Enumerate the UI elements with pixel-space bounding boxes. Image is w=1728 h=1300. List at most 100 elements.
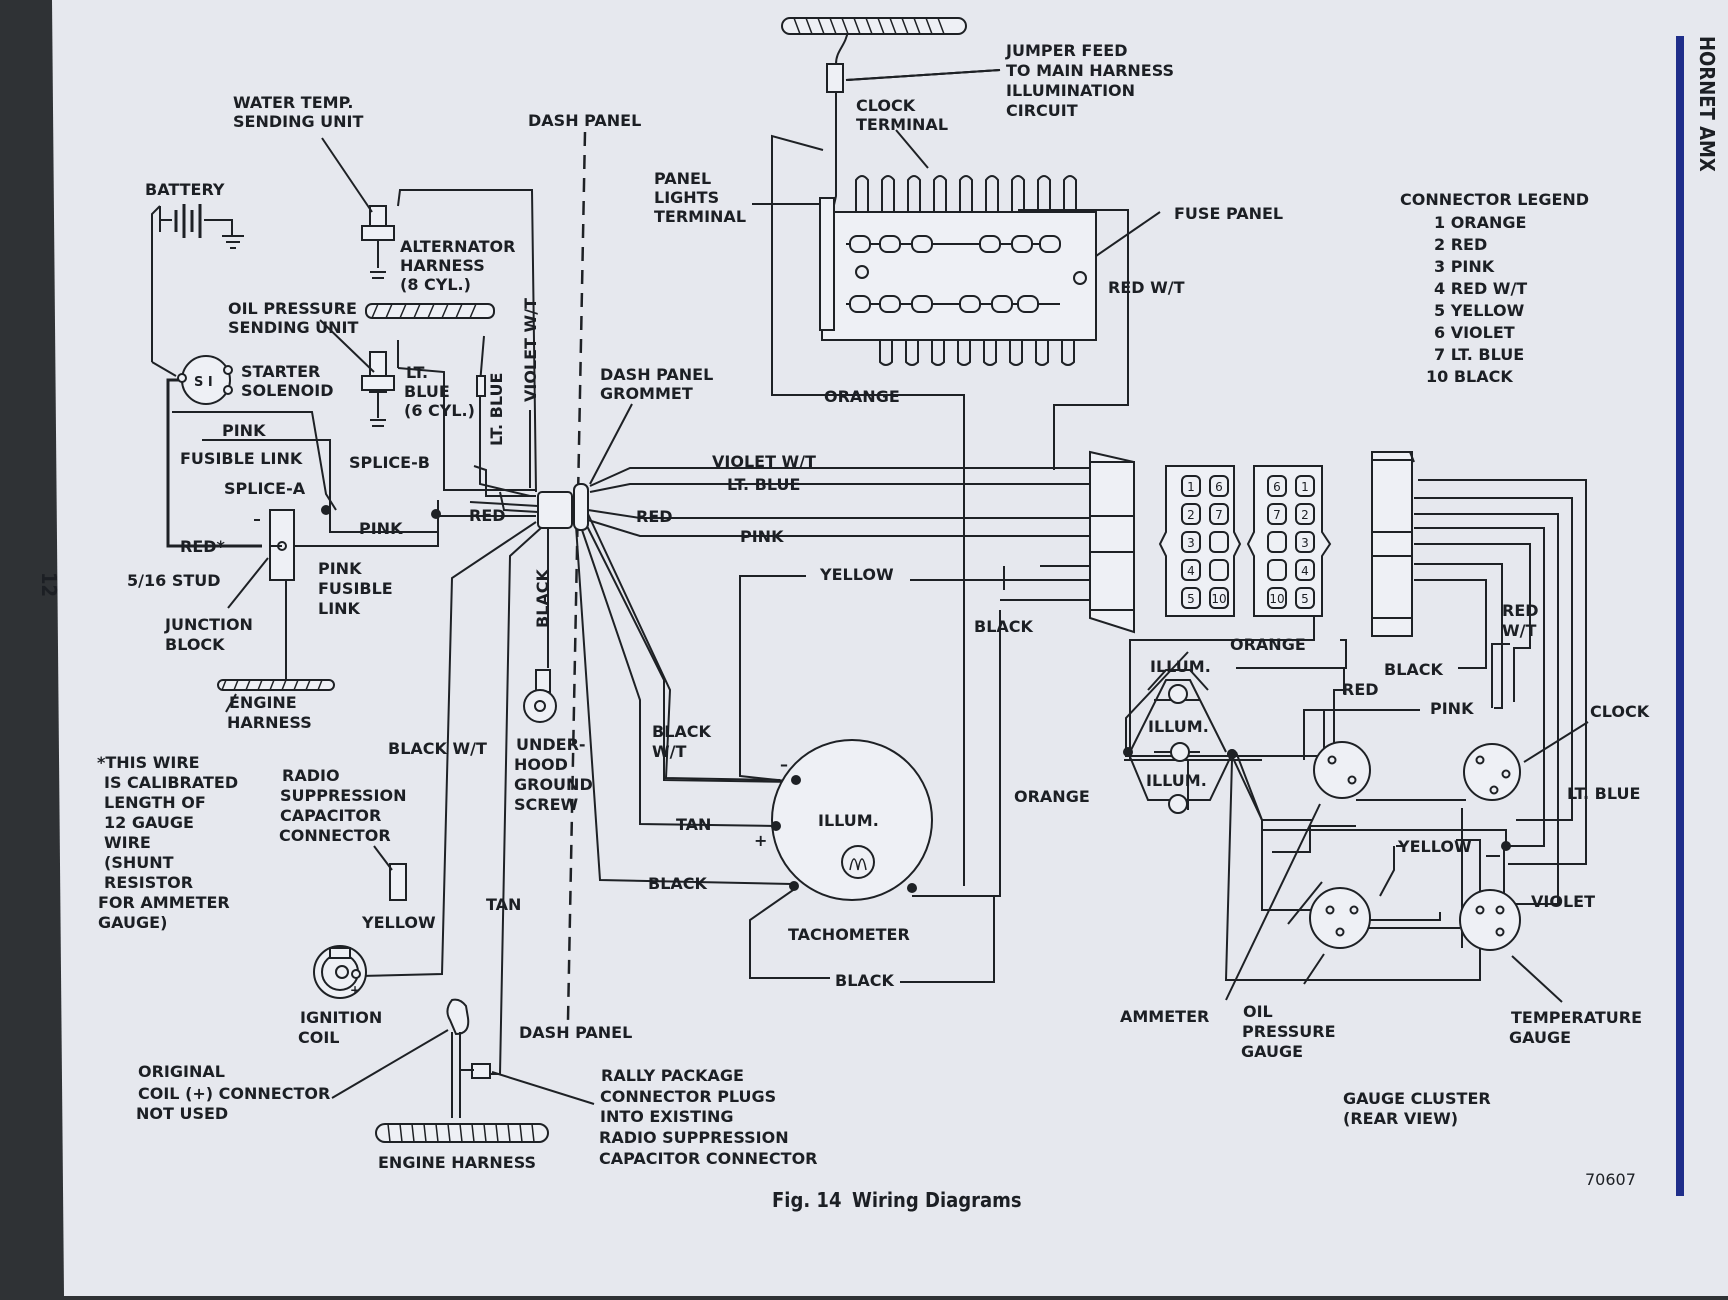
label-pink-1: PINK — [222, 421, 266, 440]
label-black-bottom: BLACK — [835, 971, 895, 990]
label-oil-pressure-sending: OIL PRESSURE SENDING UNIT — [228, 299, 362, 337]
label-red-gauge: RED — [1342, 680, 1379, 699]
label-red-right: RED — [636, 507, 673, 526]
main-harness-connectors — [1089, 450, 1415, 637]
connector-pin — [1295, 503, 1315, 525]
label-engine-harness-top: ENGINE HARNESS — [227, 693, 312, 732]
label-fusible-link: FUSIBLE LINK — [180, 449, 303, 468]
engine-harness-top — [217, 679, 335, 713]
label-splice-b: SPLICE-B — [349, 453, 430, 472]
solenoid-mark: S I — [194, 375, 213, 390]
labels: JUMPER FEED TO MAIN HARNESS ILLUMINATION… — [97, 41, 1650, 1212]
fuse-terminals-bottom — [879, 340, 1075, 366]
splice-a-dot — [321, 505, 331, 515]
label-tan-left: TAN — [676, 815, 711, 834]
connector-pin-number: 7 — [1273, 508, 1281, 522]
splice-b-dot — [431, 509, 441, 519]
underhood-ground-screw — [523, 669, 557, 723]
water-temp-sending-unit — [321, 137, 395, 279]
connector-pin — [1267, 559, 1287, 581]
connector-pin — [1209, 531, 1229, 553]
label-orange-top: ORANGE — [824, 387, 900, 406]
connector-pin — [1181, 587, 1201, 609]
label-underhood-ground: UNDER- HOOD GROUND SCREW — [514, 735, 598, 814]
label-red-wt-gauge: RED W/T — [1502, 601, 1544, 640]
junction-block — [227, 509, 295, 609]
connector-pin — [1209, 503, 1229, 525]
label-tachometer: TACHOMETER — [788, 925, 910, 944]
radio-capacitor-connector — [373, 845, 407, 901]
connector-pin-number: 3 — [1301, 536, 1309, 550]
connector-pin-number: 5 — [1301, 592, 1309, 606]
label-black-wt: BLACK W/T — [388, 739, 487, 758]
fuses-row-2 — [849, 295, 1039, 313]
dash-panel-line — [566, 131, 587, 1021]
connector-pin — [1267, 503, 1287, 525]
label-red-star: RED* — [180, 537, 226, 556]
paper-page — [52, 0, 1728, 1296]
connector-pin-number: 1 — [1187, 480, 1195, 494]
connector-pin — [1209, 475, 1229, 497]
label-dash-panel-top: DASH PANEL — [528, 111, 641, 130]
connector-pin-number: 2 — [1301, 508, 1309, 522]
connector-pin-number: 4 — [1187, 564, 1195, 578]
label-battery: BATTERY — [145, 180, 225, 199]
connector-pin-number: 10 — [1211, 592, 1226, 606]
cluster-node-1 — [1501, 841, 1511, 851]
connector-pin — [1267, 531, 1287, 553]
page-number: 12 — [37, 572, 61, 597]
oil-pressure-gauge — [1303, 887, 1371, 985]
label-yellow-top: YELLOW — [819, 565, 894, 584]
label-diagram-number: 70607 — [1585, 1170, 1636, 1189]
label-calibrated-note: *THIS WIRE IS CALIBRATED LENGTH OF 12 GA… — [97, 753, 244, 932]
label-red-wt-fuse: RED W/T — [1108, 278, 1185, 297]
ignition-coil: + — [313, 945, 367, 999]
temperature-gauge — [1459, 889, 1563, 1003]
label-panel-lights: PANEL LIGHTS TERMINAL — [654, 169, 746, 226]
rally-package-connector — [331, 998, 595, 1118]
connector-pin — [1209, 587, 1229, 609]
label-radio-suppression: RADIO SUPPRESSION CAPACITOR CONNECTOR — [279, 766, 412, 845]
label-yellow-gauge: YELLOW — [1397, 837, 1472, 856]
label-violet-wt-vertical: VIOLET W/T — [521, 298, 540, 402]
label-water-temp: WATER TEMP. SENDING UNIT — [233, 93, 364, 131]
label-illum-tach: ILLUM. — [818, 811, 879, 830]
label-starter-solenoid: STARTER SOLENOID — [241, 362, 333, 400]
label-lt-blue-gauge: LT. BLUE — [1567, 784, 1640, 803]
figure-title: Wiring Diagrams — [852, 1188, 1022, 1212]
label-alternator-harness: ALTERNATOR HARNESS (8 CYL.) — [400, 237, 521, 294]
connector-pin-number: 6 — [1273, 480, 1281, 494]
starter-solenoid: S I — [177, 355, 233, 405]
label-black-mid: BLACK — [974, 617, 1034, 636]
alternator-harness — [365, 303, 495, 319]
label-black-tach: BLACK — [648, 874, 708, 893]
illumination-lamps — [1123, 669, 1237, 814]
connector-pin — [1295, 587, 1315, 609]
label-temperature-gauge: TEMPERATURE GAUGE — [1509, 1008, 1648, 1047]
label-junction-block: JUNCTION BLOCK — [164, 615, 259, 654]
clock-gauge — [1463, 721, 1589, 801]
label-pink-right: PINK — [740, 527, 784, 546]
label-pink-2: PINK — [359, 519, 403, 538]
fuse-panel — [819, 175, 1097, 366]
label-gauge-cluster: GAUGE CLUSTER (REAR VIEW) — [1343, 1089, 1496, 1128]
fuse-terminals-top — [855, 175, 1077, 212]
label-black-wt-right: BLACK W/T — [652, 722, 717, 761]
legend-item: 10 BLACK — [1426, 367, 1513, 386]
legend-item: 7 LT. BLUE — [1434, 345, 1524, 364]
connector-pin — [1181, 531, 1201, 553]
label-violet-gauge: VIOLET — [1531, 892, 1595, 911]
engine-harness-bottom — [375, 1123, 549, 1143]
label-jumper-feed: JUMPER FEED TO MAIN HARNESS ILLUMINATION… — [1005, 41, 1180, 120]
legend-item: 3 PINK — [1434, 257, 1495, 276]
label-lt-blue-vertical: LT. BLUE — [487, 373, 506, 446]
pointer-lines — [752, 69, 1323, 925]
tach-plus: + — [754, 831, 767, 850]
label-engine-harness-bottom: ENGINE HARNESS — [378, 1153, 536, 1172]
label-pink-fusible: PINK FUSIBLE LINK — [318, 559, 398, 618]
label-dash-panel-bottom: DASH PANEL — [519, 1023, 632, 1042]
